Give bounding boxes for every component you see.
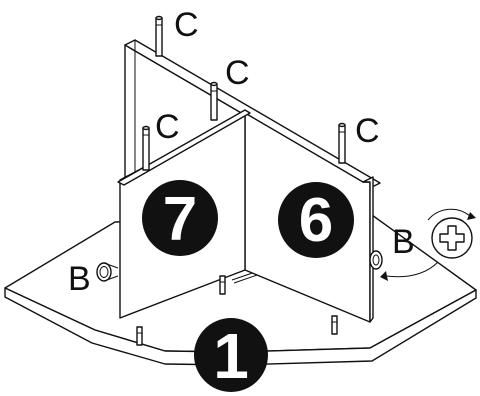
part-6-badge [278, 182, 354, 258]
base-dowel-left [136, 326, 143, 346]
left-panel: 7 [117, 109, 251, 319]
screwdriver-rotate-icon [380, 208, 476, 281]
label-cam-left: B [68, 260, 91, 298]
label-cam-right: B [392, 223, 415, 261]
part-7-badge [142, 180, 218, 256]
dowel-back-left [155, 15, 163, 57]
label-dowel-middle: C [225, 54, 250, 92]
part-7-number: 7 [163, 185, 197, 254]
part-1-badge [194, 318, 268, 392]
dowel-left-panel [142, 125, 150, 171]
cam-lock-right [369, 250, 383, 270]
base-dowel-right [331, 315, 338, 335]
dowel-back-right [338, 122, 346, 164]
base-dowel-center [219, 275, 226, 295]
part-1-number: 1 [213, 320, 249, 392]
label-dowel-left: C [155, 108, 180, 146]
label-dowel-top: C [174, 6, 199, 44]
cam-lock-left [96, 262, 119, 282]
dowel-back-middle [210, 81, 218, 121]
right-panel: 6 [244, 112, 374, 323]
label-dowel-right: C [355, 112, 380, 150]
part-6-number: 6 [299, 186, 333, 255]
